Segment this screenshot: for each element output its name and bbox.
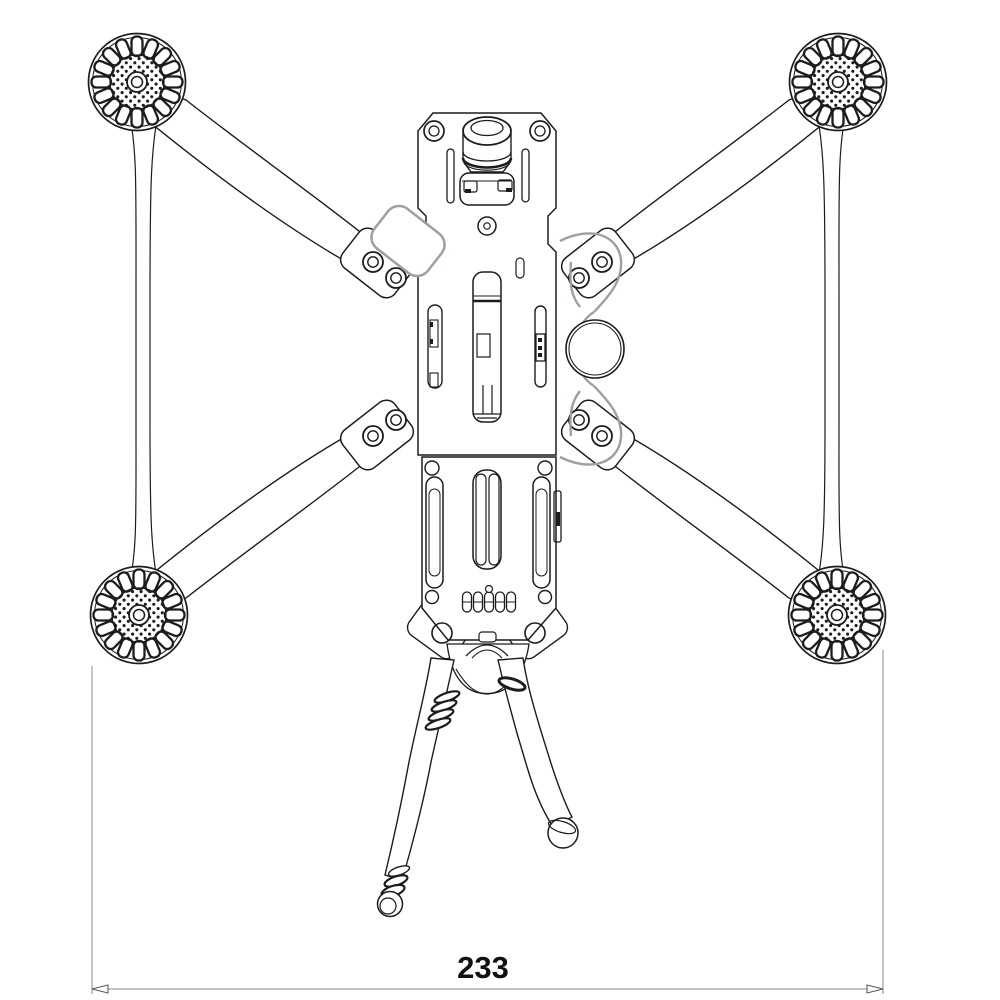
side-bracket-ring xyxy=(559,232,625,466)
dimension-lines xyxy=(91,650,884,994)
antenna-ear-hole-right xyxy=(524,622,546,644)
bracket-ring xyxy=(565,319,625,379)
camera-case xyxy=(459,172,515,206)
antenna-left xyxy=(376,657,461,918)
dimension-arrow-right xyxy=(866,984,884,994)
side-connector-tab xyxy=(553,490,562,543)
battery-strap-slot xyxy=(472,469,502,570)
motor-front-left xyxy=(87,32,187,132)
right-connector-slot xyxy=(534,305,547,388)
tilted-mount-plate xyxy=(370,204,446,278)
antenna-right xyxy=(497,657,579,849)
center-screw-hole xyxy=(477,216,497,236)
motor-front-right xyxy=(788,32,888,132)
motor-rear-right xyxy=(787,565,887,665)
vent-holes xyxy=(461,584,517,613)
body-bottom-plate xyxy=(421,456,562,644)
width-dimension: 233 xyxy=(91,650,884,994)
antenna-ear-hole-left xyxy=(431,622,453,644)
body-top-plate xyxy=(417,112,557,456)
left-esc-slot xyxy=(427,304,443,389)
motor-rear-left xyxy=(89,565,189,665)
dimension-label: 233 xyxy=(457,950,509,985)
plate-screws xyxy=(423,120,551,142)
camera-lens xyxy=(461,116,513,173)
dimension-arrow-left xyxy=(91,984,109,994)
center-stack xyxy=(472,271,502,423)
antennas xyxy=(376,631,579,918)
